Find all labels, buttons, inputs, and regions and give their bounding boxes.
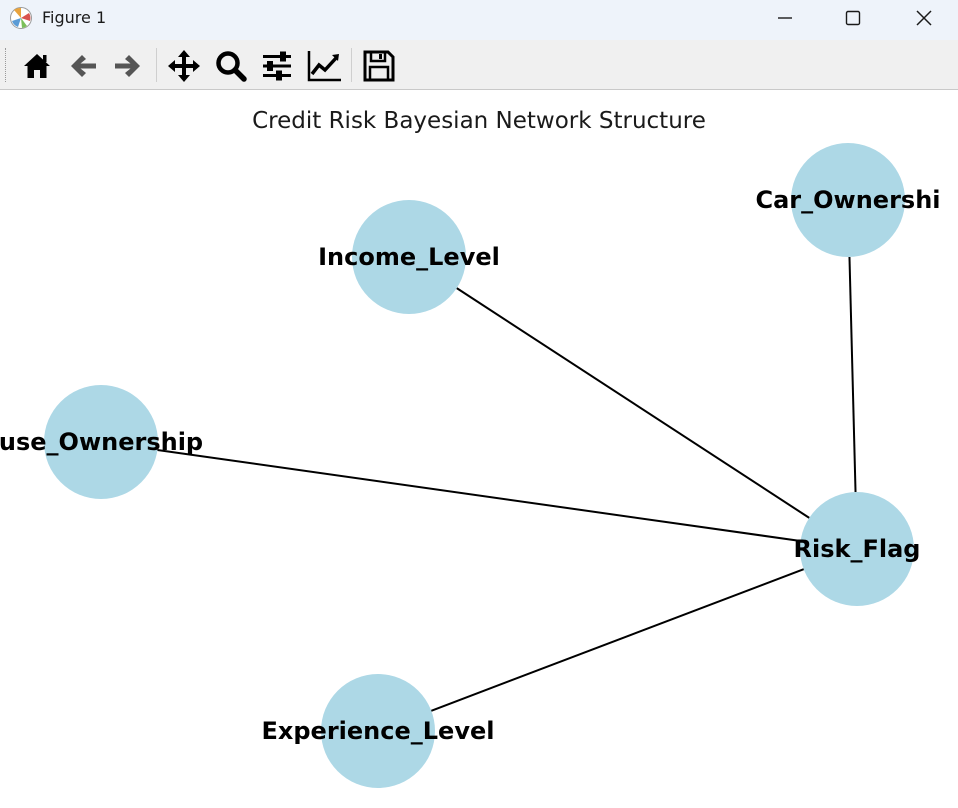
toolbar-grip[interactable] xyxy=(5,48,8,82)
node-circle xyxy=(800,492,914,606)
node-circle xyxy=(321,674,435,788)
edges xyxy=(157,256,857,712)
pan-button[interactable] xyxy=(165,47,203,85)
window-titlebar: Figure 1 xyxy=(0,0,958,40)
home-button[interactable] xyxy=(18,47,56,85)
maximize-icon xyxy=(845,10,861,26)
back-button[interactable] xyxy=(64,47,102,85)
forward-arrow-icon xyxy=(115,55,140,77)
minimize-icon xyxy=(778,17,792,19)
figure-canvas[interactable]: Credit Risk Bayesian Network Structure I… xyxy=(0,90,958,808)
save-floppy-icon xyxy=(363,50,395,82)
navigation-toolbar xyxy=(0,40,958,90)
node-house xyxy=(44,385,158,499)
node-label-house: use_Ownership xyxy=(0,428,203,456)
node-label-risk: Risk_Flag xyxy=(794,535,921,563)
edge-experience-to-risk xyxy=(430,568,805,712)
back-arrow-icon xyxy=(71,55,96,77)
node-circle xyxy=(44,385,158,499)
matplotlib-logo-icon xyxy=(10,7,32,29)
zoom-magnifier-icon xyxy=(216,51,247,82)
close-button[interactable] xyxy=(901,0,947,36)
close-icon xyxy=(916,10,932,26)
forward-button[interactable] xyxy=(109,47,147,85)
node-label-experience: Experience_Level xyxy=(262,717,495,745)
window-title: Figure 1 xyxy=(42,8,107,27)
toolbar-separator xyxy=(156,48,157,82)
node-experience xyxy=(321,674,435,788)
edge-car-to-risk xyxy=(848,256,857,493)
node-circle xyxy=(352,200,466,314)
node-income xyxy=(352,200,466,314)
home-icon xyxy=(24,54,50,78)
edge-house-to-risk xyxy=(157,448,801,543)
pan-move-icon xyxy=(168,50,200,82)
node-label-income: Income_Level xyxy=(318,243,500,271)
toolbar-separator xyxy=(351,48,352,82)
node-car xyxy=(791,143,905,257)
node-risk xyxy=(800,492,914,606)
edge-income-to-risk xyxy=(456,287,810,519)
save-button[interactable] xyxy=(360,47,398,85)
configure-subplots-button[interactable] xyxy=(258,47,296,85)
network-graph: Income_Level Car_Ownershi use_OwnershipRis… xyxy=(0,143,941,788)
figure-title: Credit Risk Bayesian Network Structure xyxy=(252,108,706,134)
configure-subplots-icon xyxy=(263,51,291,81)
node-label-car: Car_Ownershi xyxy=(755,186,940,214)
node-circle xyxy=(791,143,905,257)
maximize-button[interactable] xyxy=(830,0,876,36)
zoom-button[interactable] xyxy=(212,47,250,85)
minimize-button[interactable] xyxy=(762,0,808,36)
edit-axis-button[interactable] xyxy=(305,47,343,85)
edit-axis-icon xyxy=(307,51,341,82)
